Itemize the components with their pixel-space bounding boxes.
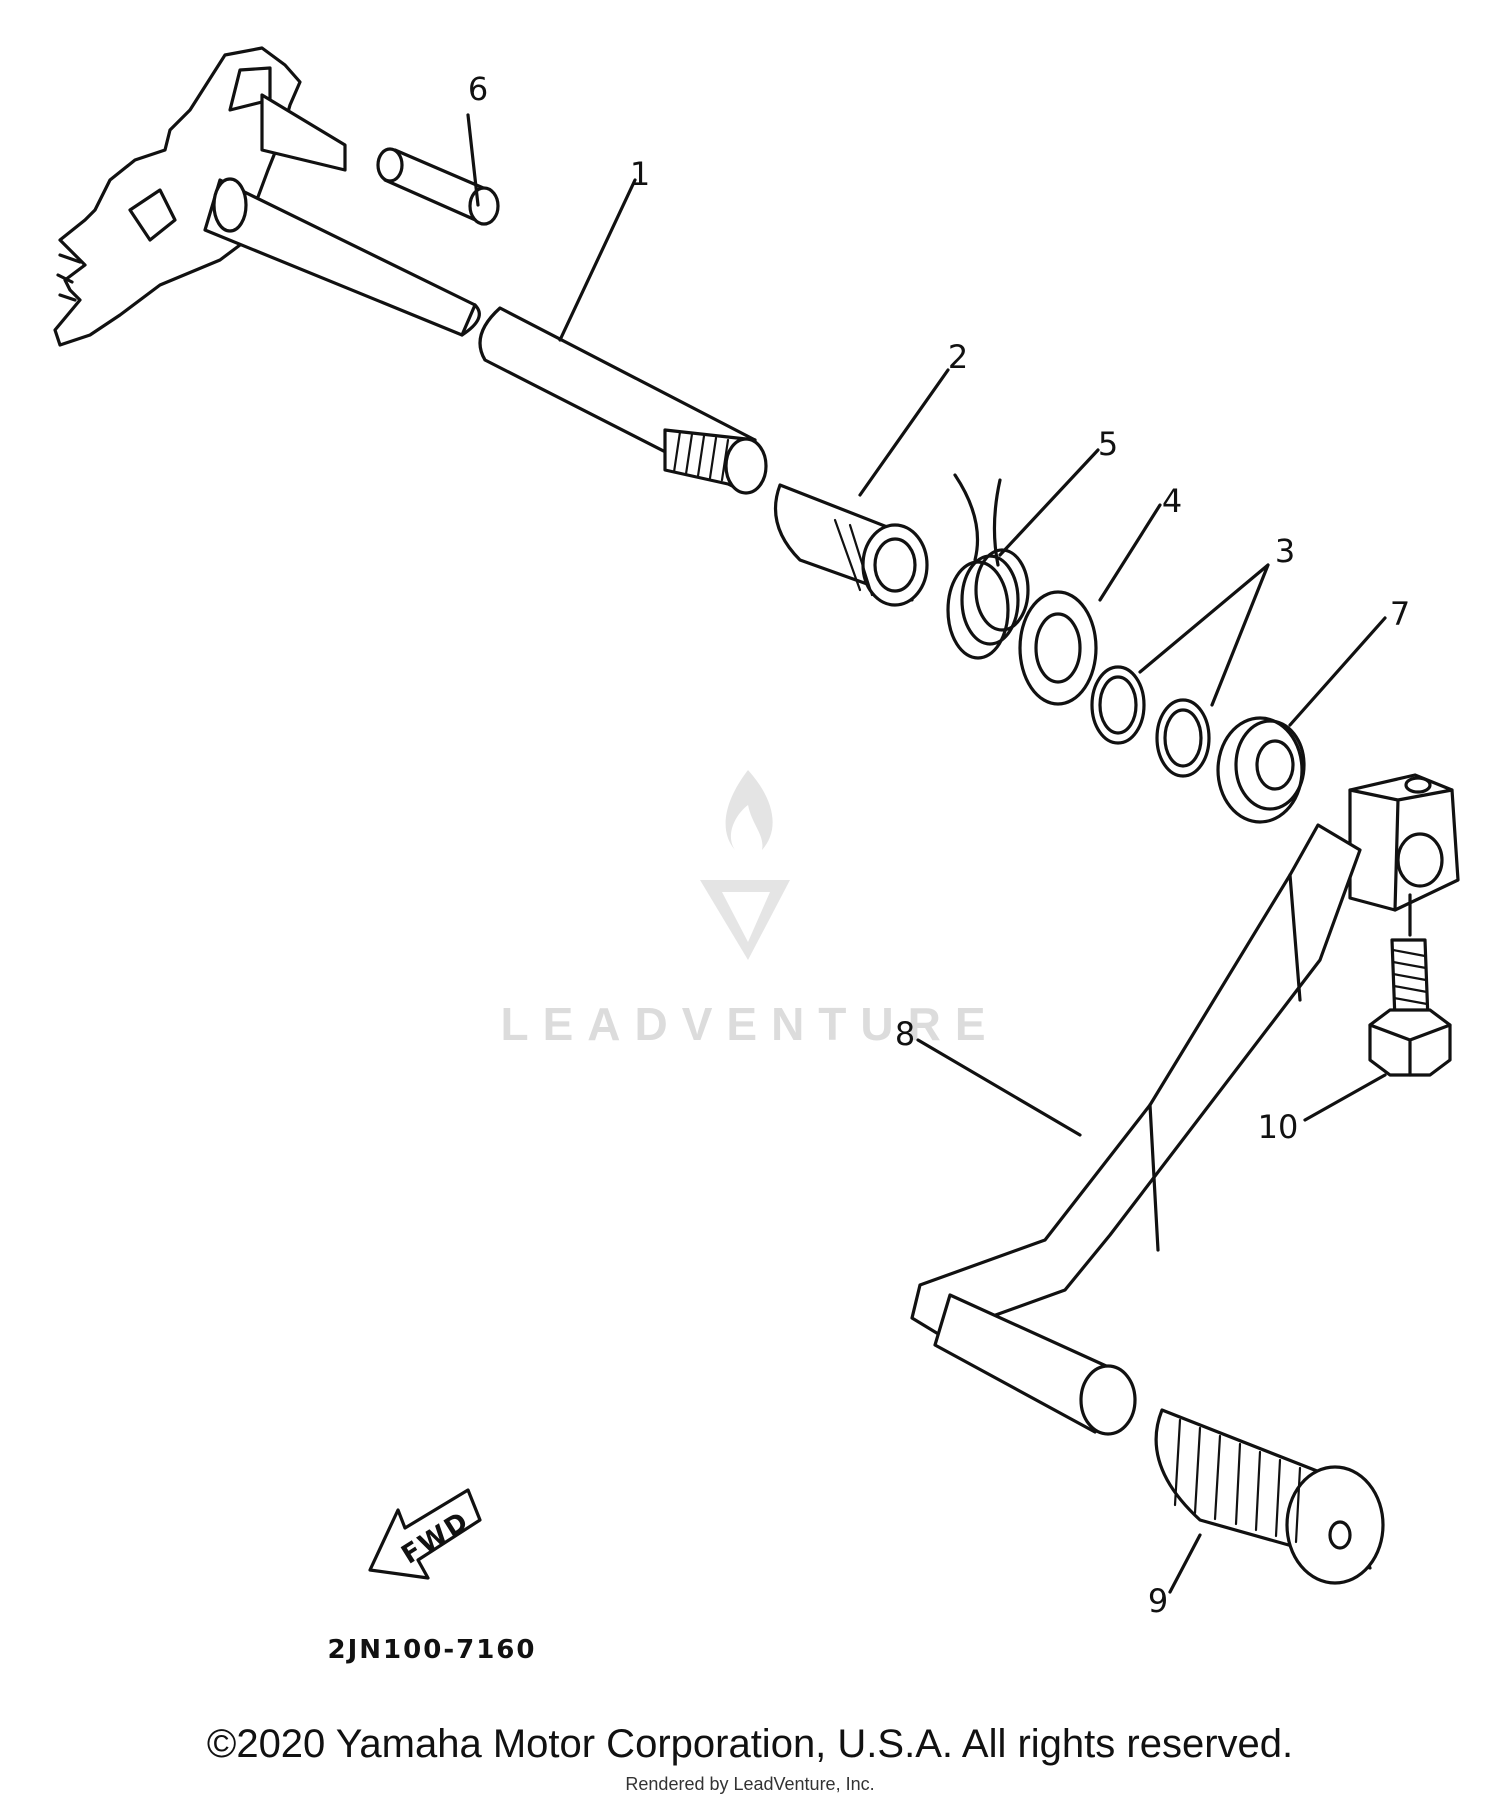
part-2-collar [773, 483, 929, 607]
part-5-torsion-spring [946, 473, 1030, 660]
callout-8: 8 [895, 1015, 915, 1053]
rendered-by-text: Rendered by LeadVenture, Inc. [625, 1774, 874, 1794]
callout-5: 5 [1098, 425, 1118, 463]
part-6-pin [376, 147, 500, 226]
leader-lines [466, 113, 1412, 1594]
callout-2: 2 [948, 338, 968, 376]
part-10-bolt [1368, 938, 1452, 1077]
fwd-arrow-icon: FWD [368, 1488, 482, 1580]
watermark-text: LEADVENTURE [500, 998, 999, 1050]
diagram-code: 2JN100-7160 [328, 1635, 537, 1665]
callout-10: 10 [1258, 1108, 1299, 1146]
part-9-rubber [1154, 1408, 1385, 1585]
watermark: LEADVENTURE [500, 770, 999, 1050]
copyright-text: ©2020 Yamaha Motor Corporation, U.S.A. A… [207, 1722, 1293, 1766]
callout-3: 3 [1275, 532, 1295, 570]
callout-7: 7 [1390, 595, 1410, 633]
callout-9: 9 [1148, 1582, 1168, 1620]
part-8-shift-pedal [910, 773, 1460, 1337]
callout-4: 4 [1162, 482, 1182, 520]
pedal-peg [933, 1293, 1137, 1436]
part-4-washer [1018, 590, 1098, 706]
part-1-shift-shaft [53, 46, 768, 495]
callouts: 6 1 2 5 4 3 7 8 10 9 [468, 70, 1410, 1620]
callout-1: 1 [630, 155, 650, 193]
part-3-circlips [1090, 665, 1211, 778]
leadventure-logo-icon [700, 770, 790, 960]
callout-6: 6 [468, 70, 488, 108]
part-7-oil-seal [1216, 716, 1306, 824]
